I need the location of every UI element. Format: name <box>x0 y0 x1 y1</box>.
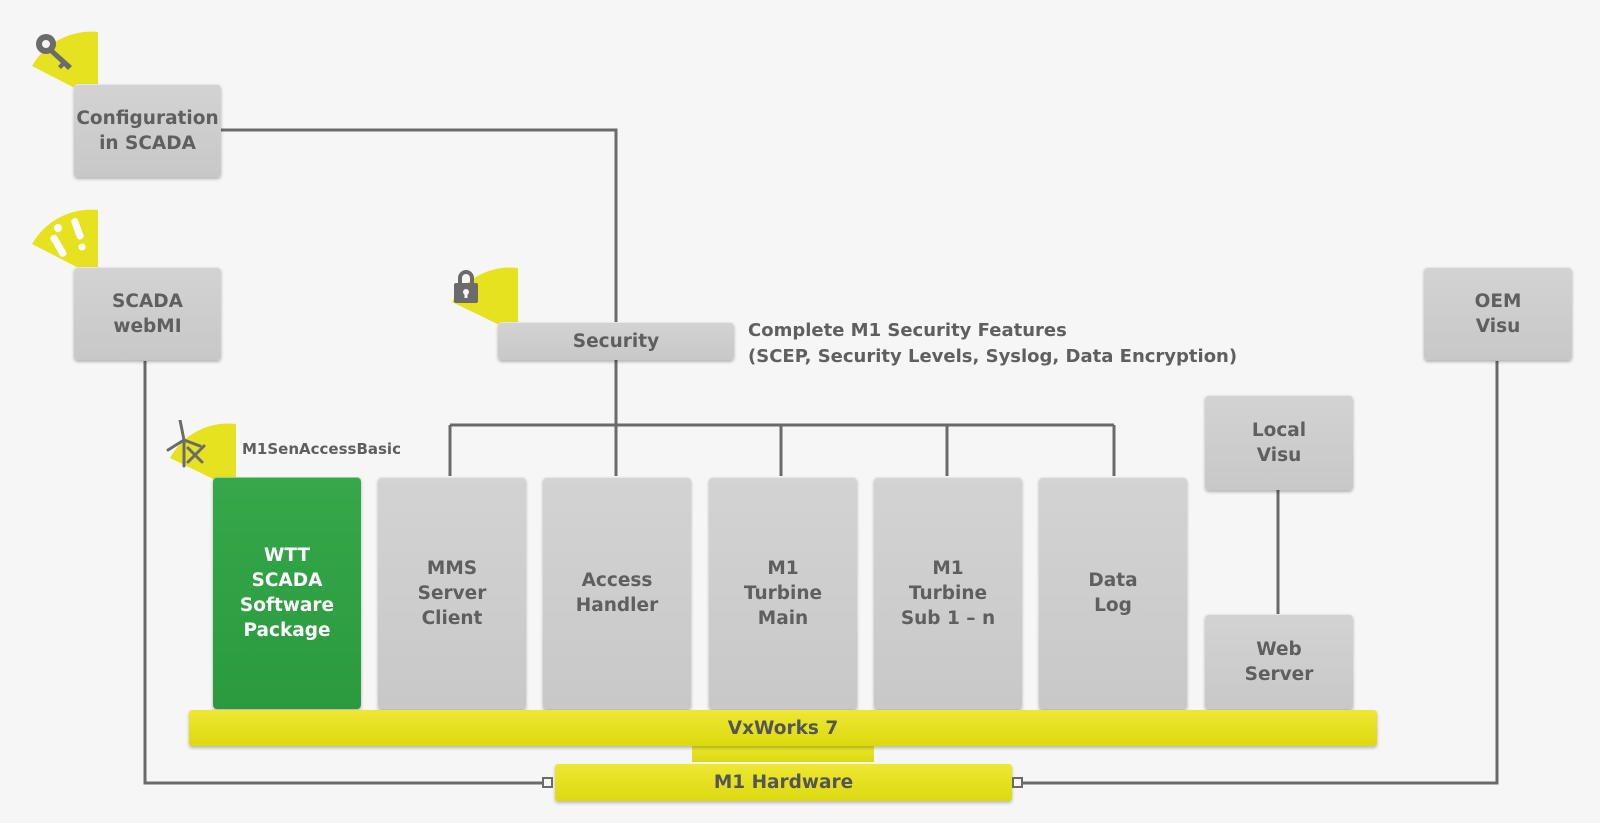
security-description: Complete M1 Security Features (SCEP, Sec… <box>748 318 1237 370</box>
wtt-scada-software-package-label: WTT SCADA Software Package <box>239 545 335 641</box>
hardware-right-port <box>1012 777 1023 788</box>
configuration-in-scada-node[interactable]: Configuration in SCADA <box>74 84 221 177</box>
m1-turbine-sub-label: M1 Turbine Sub 1 – n <box>900 557 996 629</box>
m1senaccessbasic-label: M1SenAccessBasic <box>242 440 401 458</box>
scada-webmi-label: SCADA webMI <box>112 290 183 337</box>
vxworks-bar[interactable]: VxWorks 7 <box>189 710 1377 746</box>
configuration-in-scada-label: Configuration in SCADA <box>76 107 219 154</box>
key-badge <box>32 31 98 101</box>
local-visu-node[interactable]: Local Visu <box>1205 395 1353 490</box>
local-visu-label: Local Visu <box>1251 419 1307 466</box>
wtt-scada-software-package-node[interactable]: WTT SCADA Software Package <box>213 477 361 709</box>
web-server-label: Web Server <box>1244 638 1314 685</box>
access-handler-label: Access Handler <box>575 570 659 616</box>
security-description-line1: Complete M1 Security Features <box>748 320 1067 341</box>
access-handler-node[interactable]: Access Handler <box>543 477 691 709</box>
wind-turbine-wrench-icon <box>166 420 206 468</box>
security-description-line2: (SCEP, Security Levels, Syslog, Data Enc… <box>748 346 1238 367</box>
hardware-left-port <box>542 777 553 788</box>
web-server-node[interactable]: Web Server <box>1205 614 1353 709</box>
m1-hardware-label: M1 Hardware <box>713 772 854 793</box>
vxworks-label: VxWorks 7 <box>727 717 839 739</box>
turbine-badge <box>166 420 236 490</box>
mms-server-client-label: MMS Server Client <box>417 557 487 629</box>
alert-badge <box>32 209 98 278</box>
data-log-node[interactable]: Data Log <box>1039 477 1187 709</box>
oem-visu-label: OEM Visu <box>1474 290 1522 337</box>
m1-turbine-main-label: M1 Turbine Main <box>743 557 823 629</box>
m1-turbine-main-node[interactable]: M1 Turbine Main <box>709 477 857 709</box>
key-icon <box>36 34 72 70</box>
alert-info-icon <box>50 218 86 257</box>
m1-turbine-sub-node[interactable]: M1 Turbine Sub 1 – n <box>874 477 1022 709</box>
oem-visu-node[interactable]: OEM Visu <box>1424 267 1572 360</box>
mms-server-client-node[interactable]: MMS Server Client <box>378 477 526 709</box>
security-node[interactable]: Security <box>498 322 734 360</box>
padlock-icon <box>454 270 478 303</box>
m1-hardware-bar[interactable]: M1 Hardware <box>555 764 1012 801</box>
padlock-badge <box>452 267 518 334</box>
scada-webmi-node[interactable]: SCADA webMI <box>74 267 221 360</box>
security-label: Security <box>572 330 660 352</box>
data-log-label: Data Log <box>1088 570 1138 616</box>
vxworks-connector <box>692 744 874 762</box>
